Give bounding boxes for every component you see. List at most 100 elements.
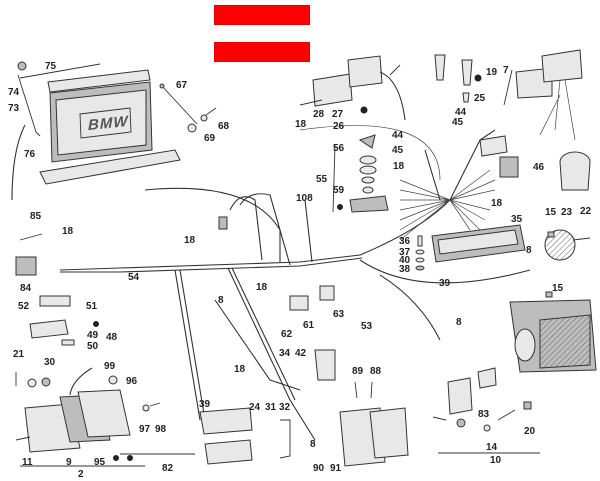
part-50-label: 50	[87, 341, 99, 352]
part-76-label: 76	[24, 149, 36, 160]
part-19-label: 19	[486, 67, 498, 78]
part-32-label: 32	[279, 402, 291, 413]
part-28-label: 28	[313, 109, 325, 120]
part-8-bottom-label: 8	[310, 439, 316, 450]
washer-icon	[415, 235, 425, 271]
part-20-label: 20	[524, 426, 536, 437]
part-25-label: 25	[474, 93, 486, 104]
part-38-label: 38	[399, 264, 411, 275]
part-11-label: 11	[22, 457, 33, 468]
part-61-label: 61	[303, 320, 315, 331]
part-85-label: 85	[30, 211, 42, 222]
battery-brand-window	[79, 107, 132, 139]
part-96-label: 96	[126, 376, 138, 387]
part-2-label: 2	[78, 469, 84, 480]
part-30-label: 30	[44, 357, 56, 368]
part-42-label: 42	[295, 348, 307, 359]
part-31-label: 31	[265, 402, 277, 413]
part-24-label: 24	[249, 402, 261, 413]
part-36-label: 36	[399, 236, 411, 247]
part-63-label: 63	[333, 309, 345, 320]
switch-assembly-icon	[332, 134, 389, 213]
red-bar-bottom	[214, 42, 310, 62]
socket-icon	[432, 367, 540, 454]
part-59-label: 59	[333, 185, 345, 196]
part-7-label: 7	[503, 65, 509, 76]
part-45-top-label: 45	[452, 117, 464, 128]
small-parts	[15, 216, 409, 467]
part-18-harness-left-label: 18	[393, 161, 405, 172]
part-55-label: 55	[316, 174, 328, 185]
part-75-label: 75	[45, 61, 57, 72]
part-97-label: 97	[139, 424, 151, 435]
part-52-label: 52	[18, 301, 30, 312]
tail-light-icon	[299, 55, 406, 121]
red-bar-top	[214, 5, 310, 25]
part-18-mid-label: 18	[184, 235, 196, 246]
part-99-label: 99	[104, 361, 116, 372]
part-53-label: 53	[361, 321, 373, 332]
part-21-label: 21	[13, 349, 25, 360]
part-18-center-label: 18	[256, 282, 268, 293]
part-48-label: 48	[106, 332, 118, 343]
part-45-label: 45	[392, 145, 404, 156]
part-39-right-label: 39	[439, 278, 451, 289]
part-8-right-label: 8	[526, 245, 532, 256]
part-37-label: 37	[399, 247, 411, 258]
headlight-icon	[509, 229, 597, 373]
turn-signal-icon	[479, 49, 591, 191]
switch-icon	[434, 54, 513, 106]
part-34-label: 34	[279, 348, 291, 359]
fuse-block-icon	[499, 156, 519, 178]
part-10-label: 10	[490, 455, 502, 466]
part-35-label: 35	[511, 214, 523, 225]
part-40-label: 40	[399, 255, 411, 266]
part-83-label: 83	[478, 409, 490, 420]
part-91-label: 91	[330, 463, 342, 474]
part-98-label: 98	[155, 424, 167, 435]
part-9-label: 9	[66, 457, 72, 468]
part-69-label: 69	[204, 133, 216, 144]
part-74-label: 74	[8, 87, 20, 98]
part-90-label: 90	[313, 463, 325, 474]
part-46-label: 46	[533, 162, 545, 173]
part-8-lower-label: 8	[456, 317, 462, 328]
part-68-label: 68	[218, 121, 230, 132]
part-18-top-label: 18	[295, 119, 307, 130]
part-23-label: 23	[561, 207, 573, 218]
fuse-box-icon	[431, 224, 526, 263]
part-18-low-label: 18	[234, 364, 246, 375]
part-95-label: 95	[94, 457, 106, 468]
part-54-label: 54	[128, 272, 140, 283]
part-56-label: 56	[333, 143, 345, 154]
part-51-label: 51	[86, 301, 98, 312]
part-18-harness-right-label: 18	[491, 198, 503, 209]
part-44-label: 44	[392, 130, 404, 141]
rear-lamp-icon	[15, 367, 145, 467]
connector-icon	[15, 256, 37, 276]
part-26-label: 26	[333, 121, 345, 132]
part-67-label: 67	[176, 80, 188, 91]
part-84-label: 84	[20, 283, 32, 294]
battery-icon	[11, 61, 181, 201]
part-14-label: 14	[486, 442, 498, 453]
part-15-top-label: 15	[545, 207, 557, 218]
part-108-label: 108	[296, 193, 313, 204]
part-82-label: 82	[162, 463, 174, 474]
part-73-label: 73	[8, 103, 20, 114]
part-88-label: 88	[370, 366, 382, 377]
bolt-icon	[159, 83, 217, 133]
part-89-label: 89	[352, 366, 364, 377]
part-62-label: 62	[281, 329, 293, 340]
main-harness	[59, 125, 531, 441]
part-18-left-label: 18	[62, 226, 74, 237]
cap-icon	[17, 61, 27, 71]
part-22-label: 22	[580, 206, 592, 217]
part-39-label: 39	[199, 399, 211, 410]
part-49-label: 49	[87, 330, 99, 341]
part-44-top-label: 44	[455, 107, 467, 118]
part-8-mid-label: 8	[218, 295, 224, 306]
part-27-label: 27	[332, 109, 344, 120]
